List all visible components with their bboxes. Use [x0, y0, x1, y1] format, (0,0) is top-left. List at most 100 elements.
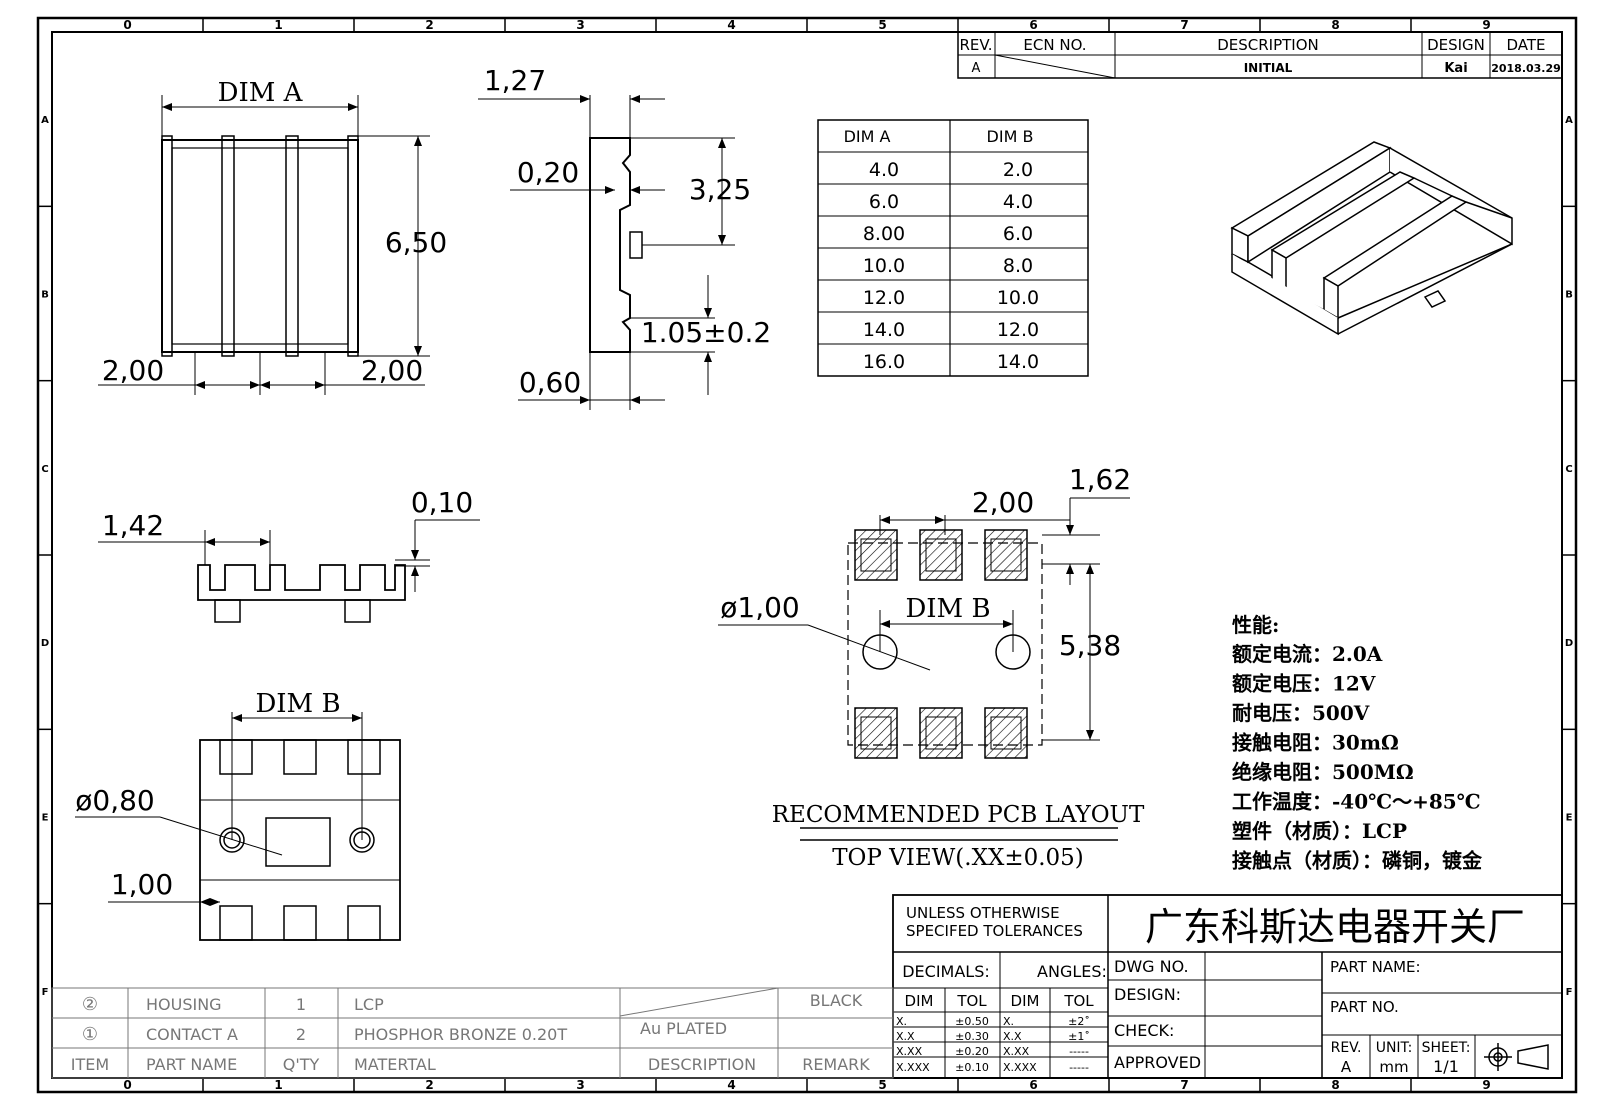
left-margin-dim: 2,00 — [102, 354, 164, 387]
rev-value: A — [972, 61, 981, 76]
ang-tol-cell: ----- — [1069, 1061, 1089, 1074]
pcb-pad-inner — [860, 716, 892, 750]
pcb-pad — [984, 529, 1028, 581]
profile-dim-0-10: 0,10 — [411, 486, 473, 519]
spec-line: 绝缘电阻：500MΩ — [1232, 760, 1414, 784]
pcb-pad-inner — [990, 538, 1022, 572]
dec-dim-cell: X.XX — [896, 1045, 923, 1058]
col-label-bottom: 0 — [123, 1078, 131, 1092]
height-dim: 6,50 — [385, 226, 447, 259]
bom-header-remark: REMARK — [802, 1055, 870, 1074]
dim-table-a-cell: 16.0 — [863, 351, 905, 373]
part-name-label: PART NAME: — [1330, 958, 1421, 976]
bom-header-item: ITEM — [71, 1055, 109, 1074]
dim-table-header-a: DIM A — [844, 127, 891, 146]
specs-heading: 性能: — [1232, 613, 1279, 637]
bom-qty: 2 — [296, 1025, 306, 1044]
ang-dim-cell: X.X — [1003, 1030, 1022, 1043]
pcb-dim-2-00: 2,00 — [972, 486, 1034, 519]
dec-dim-cell: X.X — [896, 1030, 915, 1043]
bom-part-name: HOUSING — [146, 995, 222, 1014]
row-label-left: A — [41, 115, 49, 126]
pcb-pad-inner — [860, 538, 892, 572]
rev-label: REV. — [1331, 1040, 1362, 1056]
row-label-left: C — [41, 464, 48, 475]
unit-value: mm — [1379, 1058, 1408, 1076]
tolerance-heading-1: UNLESS OTHERWISE — [906, 904, 1060, 922]
description-header: DESCRIPTION — [1217, 36, 1319, 54]
pcb-pad-inner — [990, 716, 1022, 750]
revision-block: REV. ECN NO. DESCRIPTION DESIGN DATE A I… — [957, 31, 1563, 79]
spec-line: 额定电压：12V — [1232, 672, 1376, 696]
spec-line: 接触点（材质）：磷铜，镀金 — [1232, 849, 1483, 873]
dec-dim-header: DIM — [905, 992, 934, 1010]
dec-dim-cell: X.XXX — [896, 1061, 930, 1074]
date-header: DATE — [1506, 36, 1545, 54]
front-view: DIM A 6,50 2,00 2,00 — [98, 78, 447, 395]
row-label-left: F — [42, 987, 49, 998]
bom-header-qty: Q'TY — [283, 1055, 320, 1074]
pcb-layout-subtitle: TOP VIEW(.XX±0.05) — [832, 845, 1084, 871]
dim-a-label: DIM A — [218, 78, 304, 108]
ang-dim-header: DIM — [1011, 992, 1040, 1010]
bottom-hole-dia: ø0,80 — [75, 784, 154, 817]
bottom-dim-1-00: 1,00 — [111, 868, 173, 901]
col-label-top: 9 — [1482, 18, 1490, 32]
part-no-label: PART NO. — [1330, 998, 1399, 1016]
col-label-top: 4 — [727, 18, 735, 32]
col-label-top: 6 — [1029, 18, 1037, 32]
dim-table-a-cell: 10.0 — [863, 255, 905, 277]
company-name: 广东科斯达电器开关厂 — [1145, 905, 1525, 949]
bom-header-part-name: PART NAME — [146, 1055, 237, 1074]
row-label-right: C — [1565, 464, 1572, 475]
row-label-right: D — [1565, 638, 1573, 649]
ang-tol-header: TOL — [1063, 992, 1094, 1010]
col-label-bottom: 2 — [425, 1078, 433, 1092]
approved-label: APPROVED — [1114, 1053, 1201, 1072]
spec-line: 塑件（材质）：LCP — [1232, 819, 1407, 843]
dec-tol-cell: ±0.50 — [955, 1015, 989, 1028]
sheet-label: SHEET: — [1422, 1040, 1471, 1056]
dec-tol-header: TOL — [956, 992, 987, 1010]
col-label-top: 0 — [123, 18, 131, 32]
pcb-pad-inner — [925, 716, 957, 750]
pcb-hole-dia: ø1,00 — [720, 591, 799, 624]
col-label-top: 8 — [1331, 18, 1339, 32]
dim-table-a-cell: 6.0 — [869, 191, 899, 213]
unit-label: UNIT: — [1376, 1040, 1413, 1056]
projection-symbol-icon — [1484, 1043, 1549, 1071]
dec-dim-cell: X. — [896, 1015, 907, 1028]
col-label-bottom: 8 — [1331, 1078, 1339, 1092]
bottom-view: DIM B ø0,80 1,00 — [75, 689, 401, 941]
row-label-right: F — [1566, 987, 1573, 998]
design-label: DESIGN: — [1114, 985, 1181, 1004]
check-label: CHECK: — [1114, 1021, 1174, 1040]
dim-table-a-cell: 4.0 — [869, 159, 899, 181]
col-label-bottom: 6 — [1029, 1078, 1037, 1092]
rev-date: 2018.03.29 — [1491, 62, 1561, 75]
rev-designer: Kai — [1444, 61, 1467, 76]
col-label-top: 7 — [1180, 18, 1188, 32]
rev-description: INITIAL — [1244, 61, 1293, 75]
dim-table-a-cell: 8.00 — [863, 223, 905, 245]
row-label-right: E — [1566, 813, 1573, 824]
dim-table-b-cell: 12.0 — [997, 319, 1039, 341]
bottom-profile-view: 1,42 0,10 — [98, 486, 480, 623]
bom-material: LCP — [354, 995, 384, 1014]
col-label-bottom: 4 — [727, 1078, 735, 1092]
ecn-header: ECN NO. — [1023, 36, 1086, 54]
right-margin-dim: 2,00 — [361, 354, 423, 387]
row-label-left: D — [41, 638, 49, 649]
ang-tol-cell: ----- — [1069, 1045, 1089, 1058]
col-label-top: 5 — [878, 18, 886, 32]
rev-value: A — [1341, 1058, 1352, 1076]
tolerance-heading-2: SPECIFED TOLERANCES — [906, 922, 1083, 940]
rev-header: REV. — [960, 36, 993, 54]
col-label-top: 3 — [576, 18, 584, 32]
side-dim-1-27: 1,27 — [484, 64, 546, 97]
ang-tol-cell: ±1˚ — [1068, 1030, 1090, 1043]
col-label-bottom: 9 — [1482, 1078, 1490, 1092]
spec-line: 耐电压：500V — [1232, 701, 1370, 725]
specs-block: 性能: 额定电流：2.0A额定电压：12V耐电压：500V接触电阻：30mΩ绝缘… — [1232, 613, 1483, 873]
